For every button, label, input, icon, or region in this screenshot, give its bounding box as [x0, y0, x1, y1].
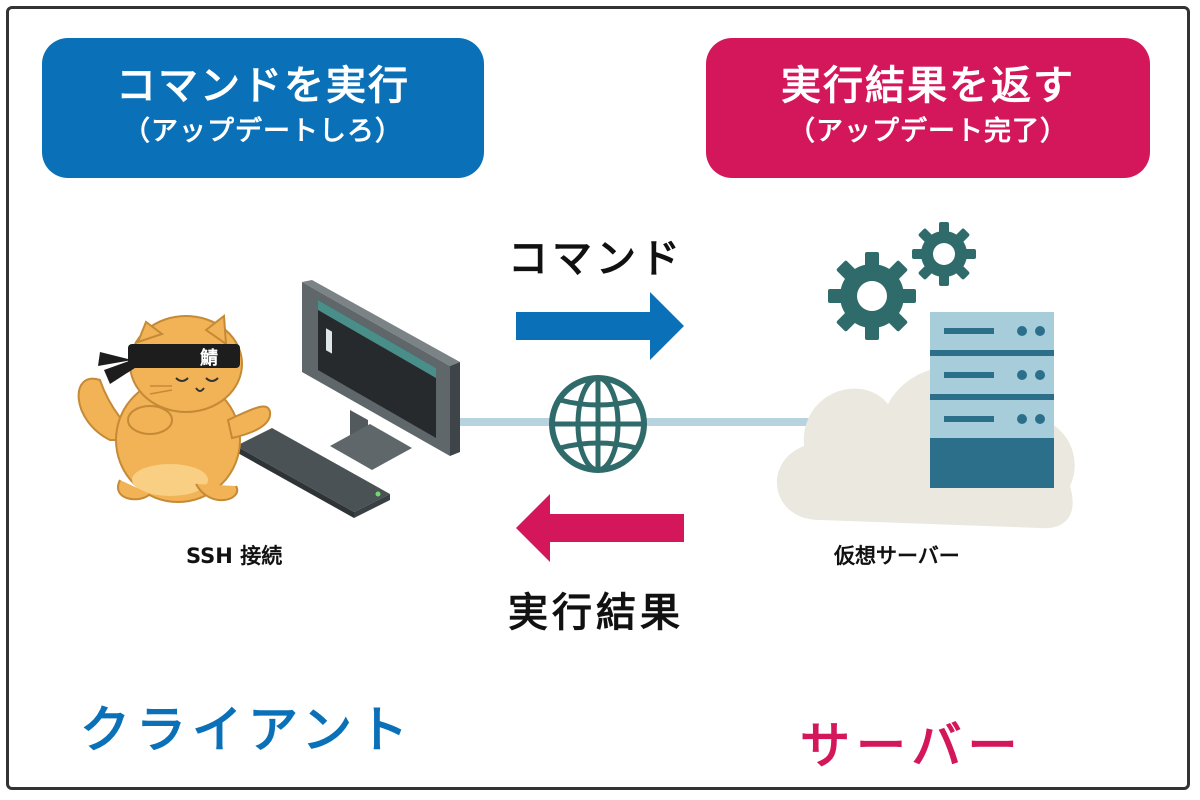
- client-action-subtitle: （アップデートしろ）: [123, 116, 403, 147]
- headband-kanji: 鯖: [199, 347, 218, 369]
- gear-icon: [828, 252, 916, 340]
- result-label: 実行結果: [508, 590, 684, 636]
- server-action-subtitle: （アップデート完了）: [788, 116, 1068, 147]
- cat-illustration: 鯖: [77, 314, 272, 503]
- client-action-box: コマンドを実行 （アップデートしろ）: [42, 38, 484, 178]
- keyboard-icon: [236, 428, 390, 518]
- server-action-title: 実行結果を返す: [781, 63, 1075, 109]
- small-gear-icon: [912, 222, 976, 286]
- result-arrow: [516, 494, 684, 562]
- monitor-icon: [302, 280, 460, 470]
- server-heading: サーバー: [800, 717, 1024, 775]
- virtual-server-caption: 仮想サーバー: [834, 544, 960, 568]
- command-arrow: [516, 292, 684, 360]
- globe-icon: [549, 375, 647, 473]
- server-rack-icon: [930, 312, 1054, 488]
- server-action-box: 実行結果を返す （アップデート完了）: [706, 38, 1150, 178]
- client-action-title: コマンドを実行: [116, 63, 410, 109]
- page-frame: [6, 6, 1190, 790]
- command-label: コマンド: [508, 236, 684, 282]
- ssh-caption: SSH 接続: [186, 544, 283, 568]
- client-heading: クライアント: [80, 701, 414, 759]
